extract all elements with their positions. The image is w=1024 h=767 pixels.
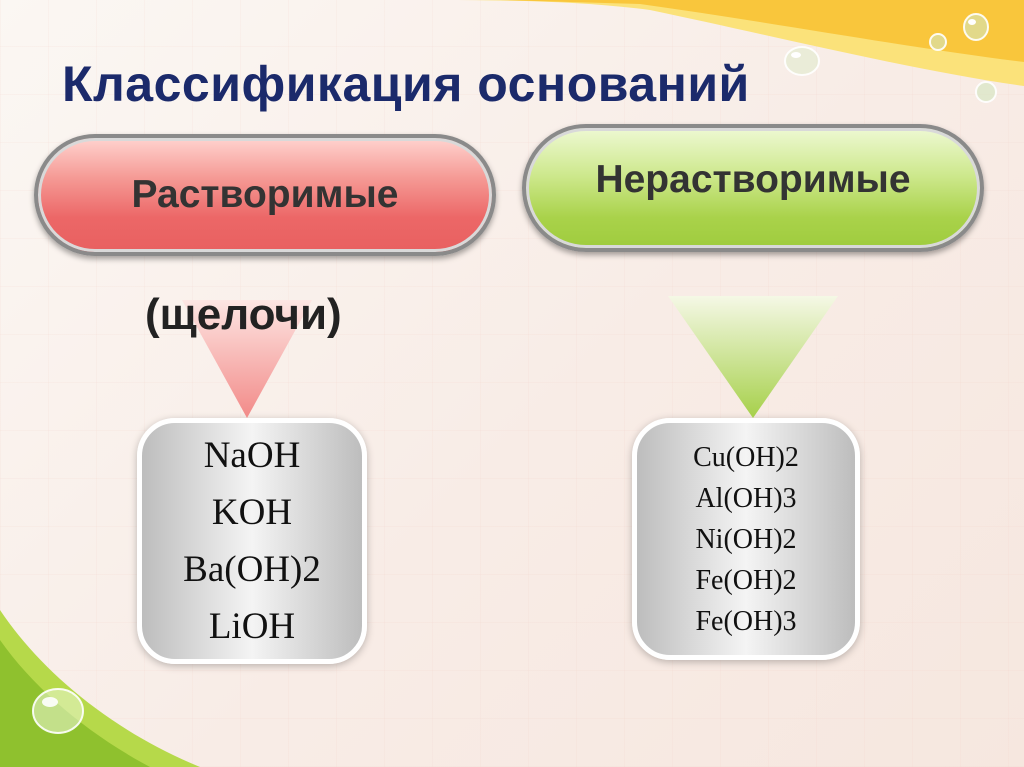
insoluble-category: Нерастворимые <box>522 124 984 252</box>
insoluble-label: Нерастворимые <box>595 158 911 201</box>
list-item: Fe(OH)3 <box>695 605 797 637</box>
soluble-label: Растворимые <box>131 173 399 216</box>
top-right-swoosh <box>440 0 1024 86</box>
insoluble-arrow <box>668 296 838 418</box>
water-drop-icon <box>963 13 989 41</box>
list-item: Al(OH)3 <box>695 482 797 514</box>
list-item: Cu(OH)2 <box>693 441 799 473</box>
soluble-category: Растворимые <box>34 134 496 256</box>
list-item: Ni(OH)2 <box>695 523 797 555</box>
list-item: Fe(OH)2 <box>695 564 797 596</box>
water-drop-icon <box>32 688 84 734</box>
page-title: Классификация оснований <box>62 56 750 112</box>
alkali-note: (щелочи) <box>145 290 342 339</box>
list-item: NaOH <box>203 435 301 476</box>
water-drop-icon <box>975 81 997 103</box>
water-drop-icon <box>929 33 947 51</box>
list-item: KOH <box>211 492 293 533</box>
soluble-bases-list: NaOH KOH Ba(OH)2 LiOH <box>137 418 367 664</box>
water-drop-icon <box>784 46 820 76</box>
soluble-arrow <box>182 300 312 418</box>
insoluble-bases-list: Cu(OH)2 Al(OH)3 Ni(OH)2 Fe(OH)2 Fe(OH)3 <box>632 418 860 660</box>
list-item: Ba(OH)2 <box>183 549 321 590</box>
list-item: LiOH <box>208 606 296 647</box>
